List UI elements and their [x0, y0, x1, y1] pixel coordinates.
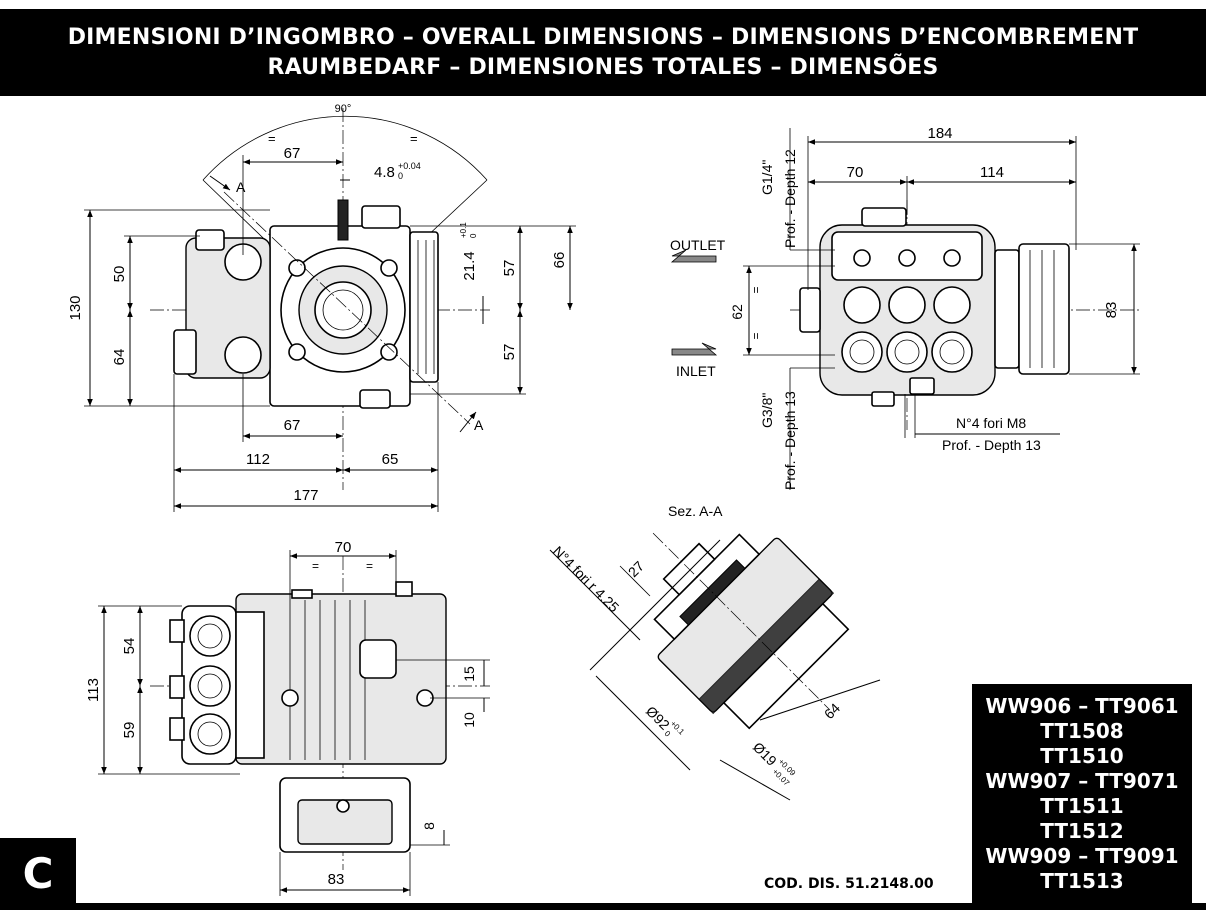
front-view: 90° = = 67 4.8 +0.04 0 A A 130 50 64 21.… [67, 103, 576, 512]
model-item: TT1508 [1040, 719, 1124, 743]
tolerance-lower: 0 [469, 233, 478, 238]
title-line-2: RAUMBEDARF – DIMENSIONES TOTALES – DIMEN… [267, 55, 939, 80]
dim-label: 67 [284, 417, 301, 434]
dim-label: 114 [980, 164, 1004, 181]
dim-label: 54 [121, 638, 138, 655]
eq-mark: = [312, 559, 319, 573]
dim-label: 57 [501, 260, 518, 277]
dim-label: 62 [729, 304, 745, 320]
dim-label: 64 [111, 349, 128, 366]
angle-label: 90° [335, 103, 352, 115]
depth-label: Prof. - Depth 13 [782, 391, 798, 490]
dim-label: 67 [284, 145, 301, 162]
dim-label: 65 [382, 451, 399, 468]
tolerance-upper: +0.04 [398, 161, 421, 171]
dim-label: 83 [328, 871, 345, 888]
dim-label: 27 [625, 558, 647, 580]
bottom-rule [0, 903, 1206, 910]
dim-label: 112 [246, 451, 270, 468]
section-mark: A [236, 179, 246, 195]
model-item: WW907 – TT9071 [985, 769, 1179, 793]
title-line-1: DIMENSIONI D’INGOMBRO – OVERALL DIMENSIO… [67, 25, 1139, 50]
section-mark: A [474, 417, 484, 433]
dim-label: 50 [111, 266, 128, 283]
dim-label: 66 [551, 252, 568, 269]
tolerance-lower: 0 [398, 171, 403, 181]
title-banner: DIMENSIONI D’INGOMBRO – OVERALL DIMENSIO… [0, 9, 1206, 96]
dim-label: 57 [501, 344, 518, 361]
thread-label: G3/8" [759, 393, 775, 428]
dim-label: 70 [847, 164, 864, 181]
tolerance-upper: +0.1 [669, 719, 687, 737]
dim-label: 15 [461, 666, 477, 682]
dim-label: 177 [293, 487, 318, 504]
eq-mark: = [749, 332, 763, 339]
section-letter-badge: C [0, 838, 76, 910]
thread-label: G1/4" [759, 160, 775, 195]
eq-mark: = [410, 131, 418, 146]
holes-label: N°4 fori r 4.25 [550, 543, 623, 616]
model-item: TT1510 [1040, 744, 1124, 768]
section-title: Sez. A-A [668, 503, 723, 519]
model-list: WW906 – TT9061 TT1508 TT1510 WW907 – TT9… [972, 684, 1192, 910]
dim-label: 64 [821, 700, 843, 722]
dim-label: 10 [461, 712, 477, 728]
cooling-fins-side [1018, 243, 1070, 375]
dim-label: 83 [1103, 302, 1120, 319]
inlet-label: INLET [676, 363, 716, 379]
dim-label: 4.8 [374, 164, 395, 181]
holes-depth-label: Prof. - Depth 13 [942, 437, 1041, 453]
tolerance-lower: 0 [663, 729, 673, 739]
cooling-fins [409, 231, 439, 383]
model-item: WW909 – TT9091 [985, 844, 1179, 868]
dim-label: 21.4 [461, 251, 478, 280]
model-item: TT1511 [1040, 794, 1124, 818]
model-item: WW906 – TT9061 [985, 694, 1179, 718]
dim-label: Ø19 [750, 739, 780, 769]
holes-label: N°4 fori M8 [956, 415, 1026, 431]
tolerance-upper: +0.1 [459, 222, 468, 238]
dim-label: 8 [421, 822, 437, 830]
side-view: 184 70 114 G1/4" Prof. - Depth 12 OUTLET… [670, 125, 1140, 490]
eq-mark: = [749, 286, 763, 293]
section-view: Sez. A-A N°4 fori r 4.25 27 Ø92 +0.1 0 Ø… [549, 503, 881, 801]
depth-label: Prof. - Depth 12 [782, 149, 798, 248]
dim-label: 70 [335, 539, 352, 556]
eq-mark: = [268, 131, 276, 146]
dim-label: 113 [85, 678, 102, 702]
model-item: TT1513 [1040, 869, 1124, 893]
top-view: 70 = = 113 54 59 15 10 8 83 [85, 539, 490, 896]
crankcase-top [235, 593, 447, 765]
dim-label: 59 [121, 722, 138, 739]
dim-label: 130 [67, 295, 84, 320]
dim-label: 184 [927, 125, 952, 142]
eq-mark: = [366, 559, 373, 573]
outlet-label: OUTLET [670, 237, 726, 253]
drawing-code: COD. DIS. 51.2148.00 [764, 876, 934, 892]
model-item: TT1512 [1040, 819, 1124, 843]
